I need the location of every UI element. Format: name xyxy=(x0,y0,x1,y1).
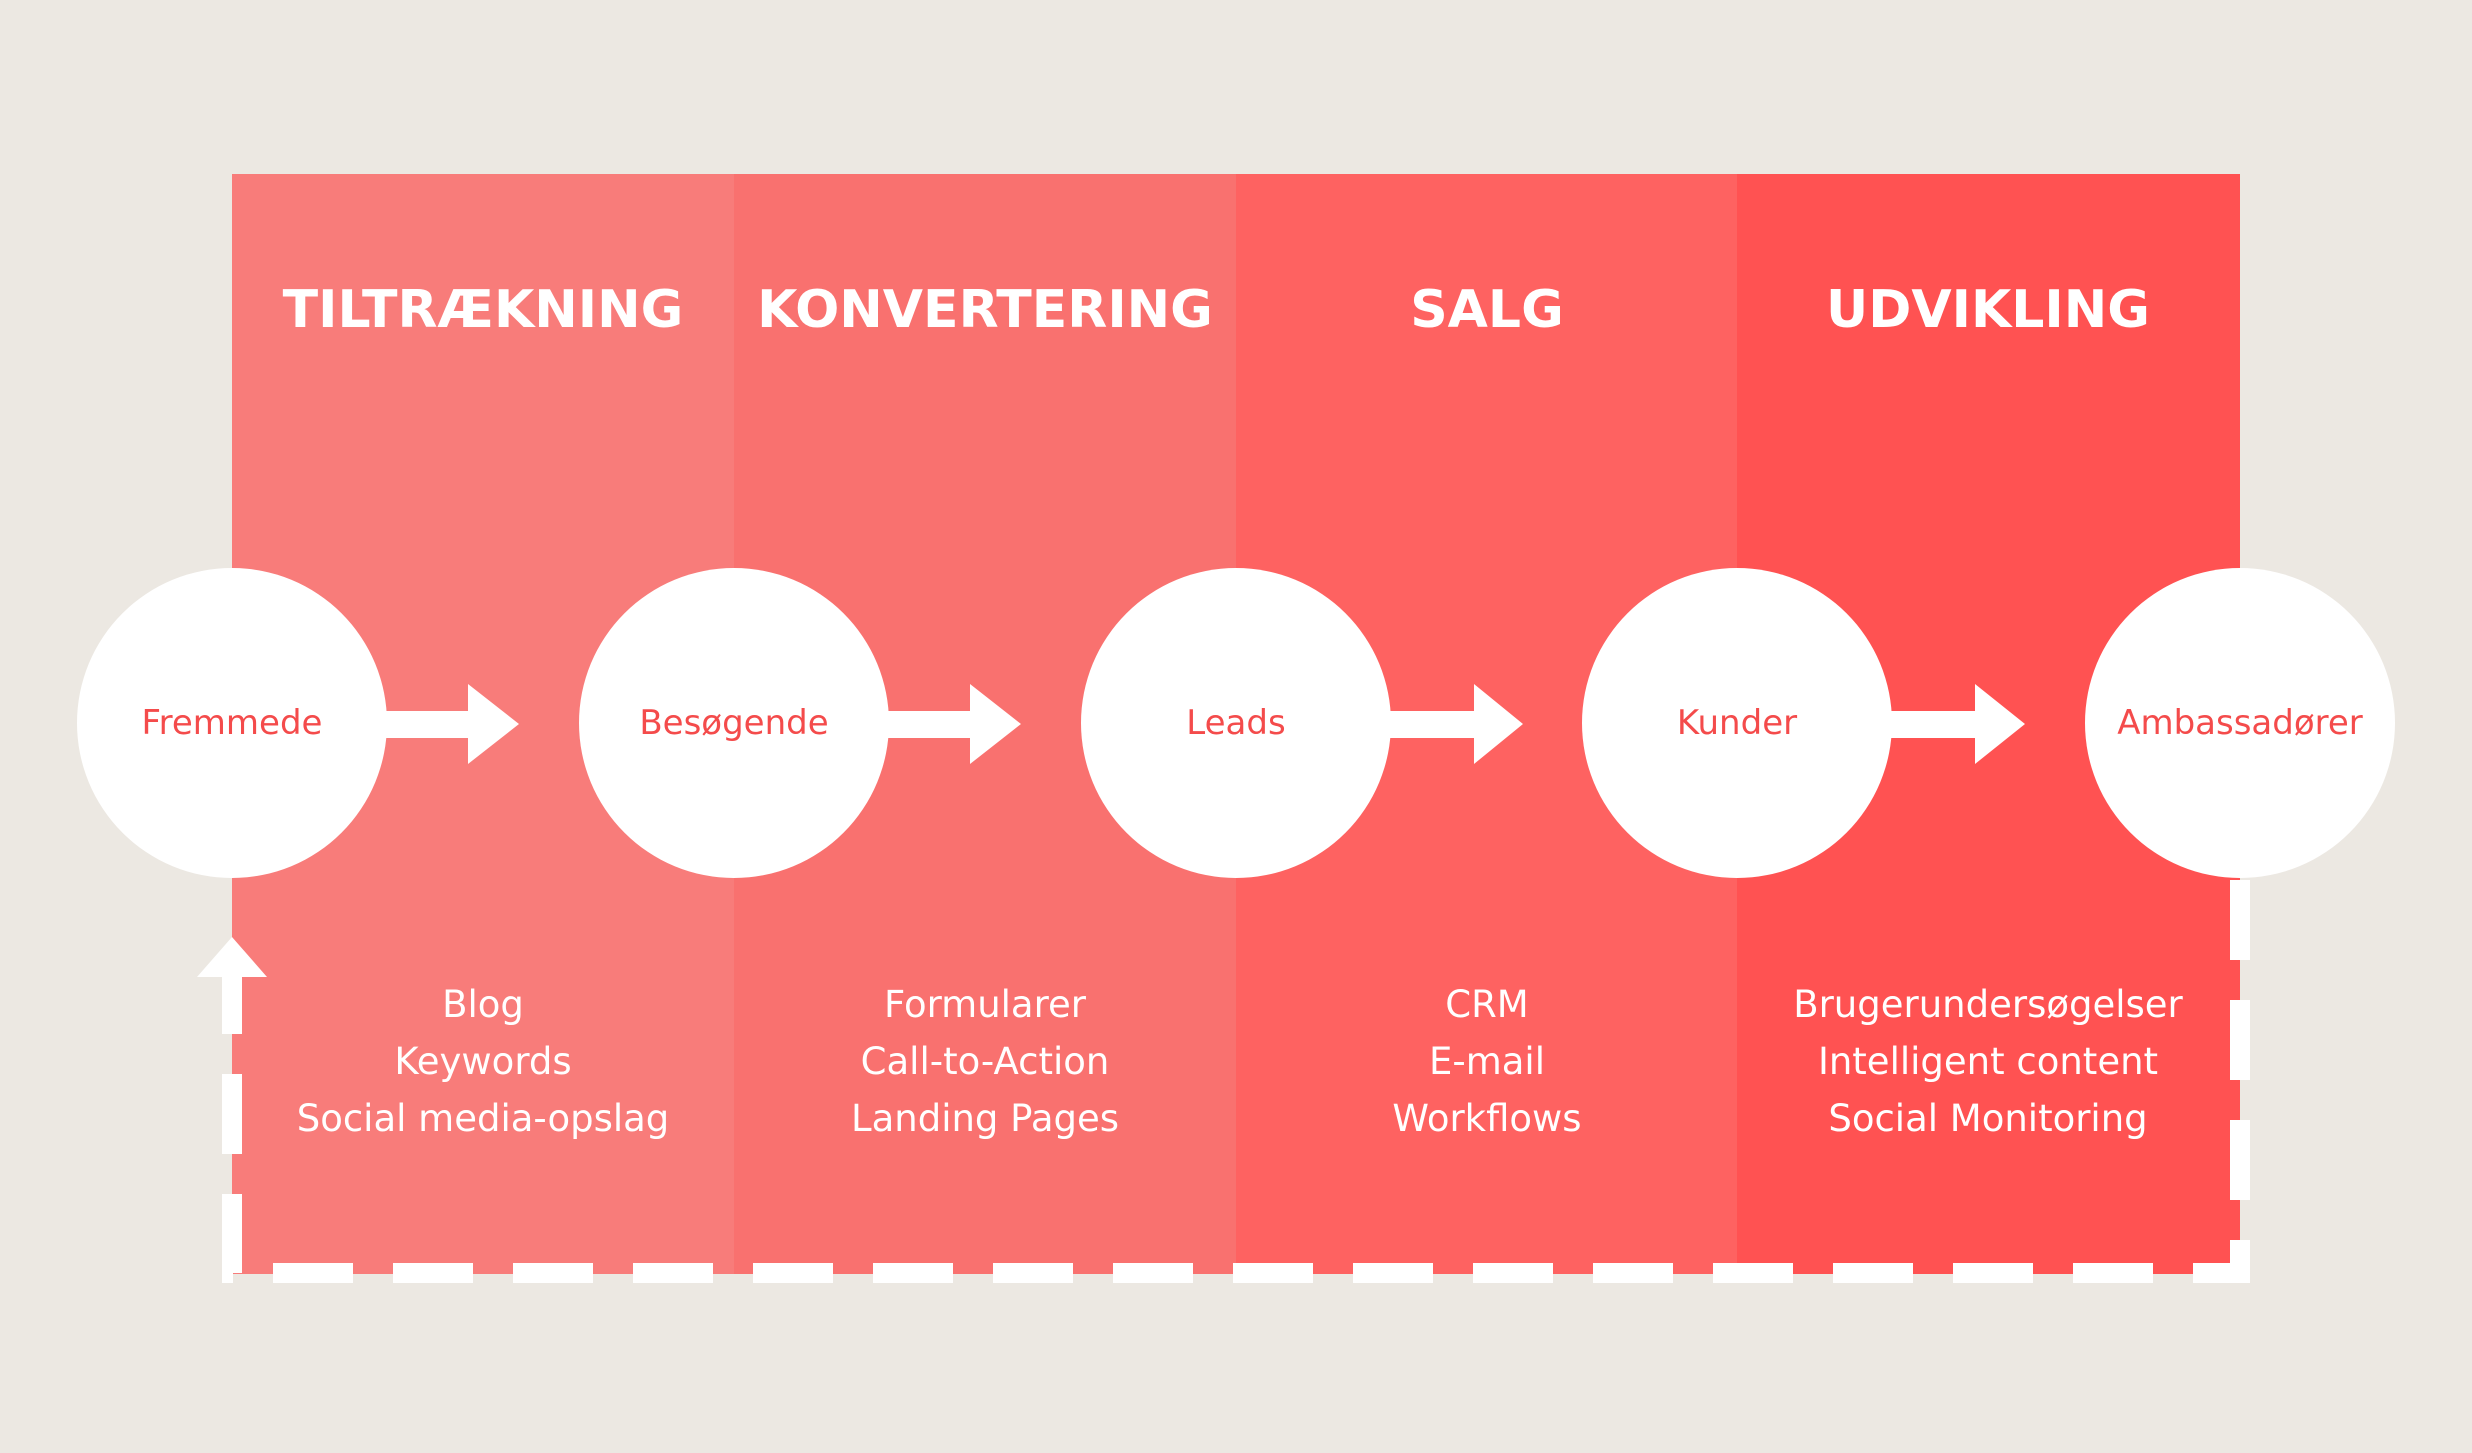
tool-item: Workflows xyxy=(1392,1097,1582,1140)
node-strangers: Fremmede xyxy=(77,568,387,878)
tool-item: Intelligent content xyxy=(1817,1040,2159,1083)
stage-title: UDVIKLING xyxy=(1826,280,2150,340)
flow-arrow-icon xyxy=(385,684,519,764)
node-label: Kunder xyxy=(1676,703,1798,743)
tool-item: Social Monitoring xyxy=(1828,1097,2148,1140)
node-label: Besøgende xyxy=(639,703,829,743)
tool-item: Landing Pages xyxy=(850,1097,1120,1140)
stage-title: KONVERTERING xyxy=(757,280,1213,340)
flow-arrow-icon xyxy=(887,684,1021,764)
loop-back-arrow-icon xyxy=(222,880,2250,1283)
flow-arrow-icon xyxy=(1890,684,2025,764)
stage-tools-list: Formularer Call-to-Action Landing Pages xyxy=(734,976,1236,1147)
node-customers: Kunder xyxy=(1582,568,1892,878)
node-visitors: Besøgende xyxy=(579,568,889,878)
node-label: Leads xyxy=(1186,703,1286,743)
tool-item: CRM xyxy=(1445,983,1529,1026)
stage-tools-list: Blog Keywords Social media-opslag xyxy=(232,976,734,1147)
node-label: Ambassadører xyxy=(2117,703,2363,743)
loop-arrowhead-icon xyxy=(197,937,267,977)
node-label: Fremmede xyxy=(141,703,323,743)
stage-tools-list: Brugerundersøgelser Intelligent content … xyxy=(1737,976,2239,1147)
stage-tools-list: CRM E-mail Workflows xyxy=(1236,976,1738,1147)
tool-item: E-mail xyxy=(1428,1040,1545,1083)
node-leads: Leads xyxy=(1081,568,1391,878)
stage-title: SALG xyxy=(1410,280,1564,340)
tool-item: Formularer xyxy=(884,983,1086,1026)
tool-item: Keywords xyxy=(394,1040,572,1083)
tool-item: Blog xyxy=(442,983,524,1026)
tool-item: Call-to-Action xyxy=(860,1040,1110,1083)
dashed-return-path xyxy=(222,880,2250,1283)
stage-title: TILTRÆKNING xyxy=(282,280,684,340)
flow-arrow-icon xyxy=(1389,684,1523,764)
tool-item: Social media-opslag xyxy=(296,1097,670,1140)
node-ambassadors: Ambassadører xyxy=(2085,568,2395,878)
tool-item: Brugerundersøgelser xyxy=(1793,983,2183,1026)
